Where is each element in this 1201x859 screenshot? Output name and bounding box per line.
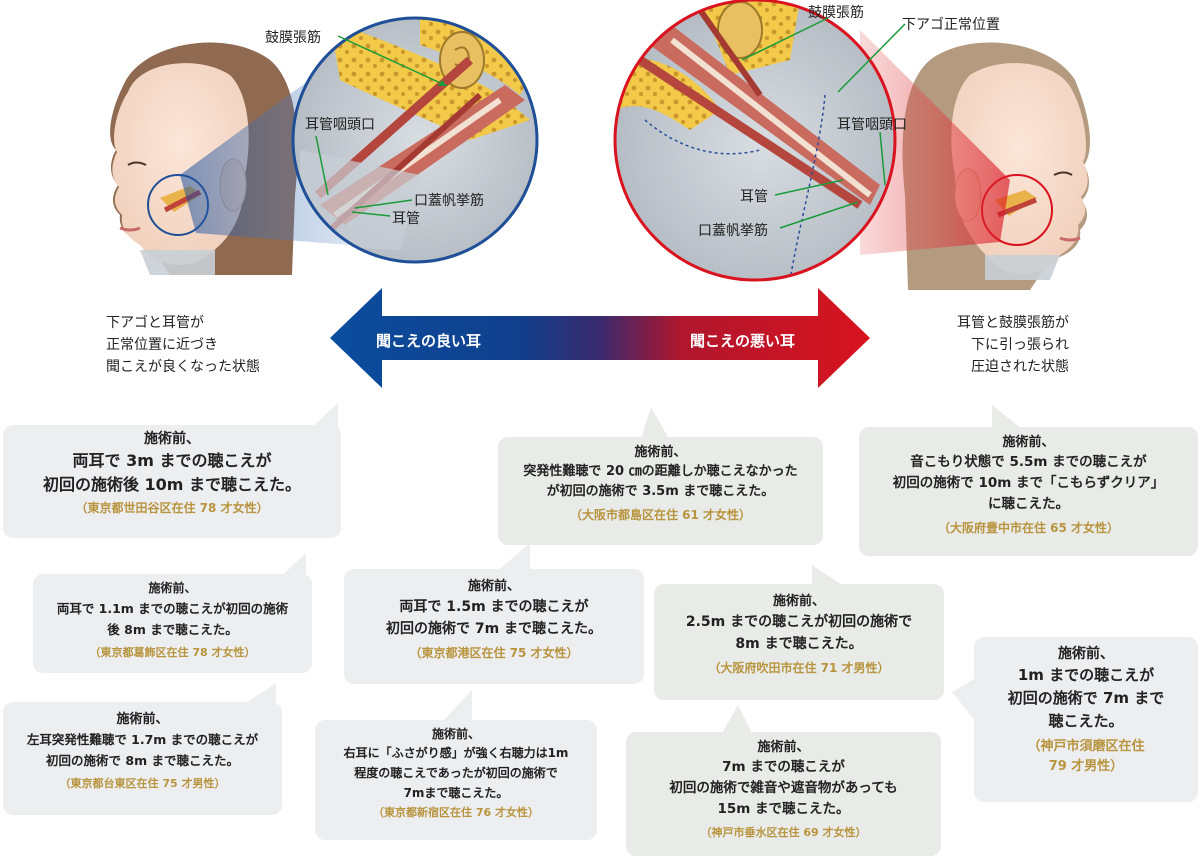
label-tensor-tympani-left: 鼓膜張筋	[265, 30, 321, 46]
bubble-tail	[722, 705, 752, 733]
bubble-tail	[641, 407, 669, 439]
testimonial-bubble: 施術前、 両耳で 3m までの聴こえが 初回の施術後 10m まで聴こえた。 （…	[3, 425, 341, 538]
testimonial-pre: 施術前、	[634, 445, 687, 460]
label-pharyngeal-orifice-left: 耳管咽頭口	[305, 117, 375, 133]
testimonial-author: （東京都世田谷区在住 78 才女性）	[75, 501, 269, 515]
good-state-description: 下アゴと耳管が 正常位置に近づき 聞こえが良くなった状態	[106, 315, 260, 375]
testimonial-bubble: 施術前、 2.5m までの聴こえが初回の施術で 8m まで聴こえた。 （大阪府吹…	[654, 584, 944, 700]
testimonial-author: （神戸市垂水区在住 69 才女性）	[700, 826, 867, 839]
bubble-tail	[442, 690, 472, 722]
testimonial-author: （東京都葛飾区在住 78 才女性）	[89, 646, 256, 659]
testimonial-bubble: 施術前、 両耳で 1.5m までの聴こえが 初回の施術で 7m まで聴こえた。 …	[344, 569, 644, 684]
bubble-tail	[310, 403, 338, 429]
label-jaw-normal-right: 下アゴ正常位置	[902, 17, 1000, 33]
right-zoom-cone	[860, 30, 1010, 255]
label-levator-left: 口蓋帆挙筋	[414, 193, 484, 209]
bubble-tail	[952, 678, 976, 722]
testimonial-author: （東京都新宿区在住 76 才女性）	[373, 806, 539, 819]
testimonial-bubble: 施術前、 突発性難聴で 20 ㎝の距離しか聴こえなかった が初回の施術で 3.5…	[498, 437, 823, 545]
testimonial-pre: 施術前、	[431, 727, 480, 741]
label-pharyngeal-orifice-right: 耳管咽頭口	[837, 117, 907, 133]
testimonial-pre: 施術前、	[467, 579, 520, 594]
bubble-tail	[992, 405, 1022, 429]
testimonial-author: （大阪市都島区在住 61 才女性）	[569, 508, 752, 522]
bubble-tail	[812, 565, 842, 585]
testimonial-pre: 施術前、	[144, 431, 200, 447]
bubble-tail	[246, 683, 276, 703]
testimonial-text: 1m までの聴こえが 初回の施術で 7m まで 聴こえた。	[1007, 666, 1165, 730]
testimonial-text: 2.5m までの聴こえが初回の施術で 8m まで聴こえた。	[685, 614, 913, 652]
right-magnified-ear	[613, 0, 906, 282]
testimonial-bubble: 施術前、 7m までの聴こえが 初回の施術で雑音や遮音物があっても 15m まで…	[626, 732, 941, 856]
testimonial-bubble: 施術前、 両耳で 1.1m までの聴こえが初回の施術 後 8m まで聴こえた。 …	[33, 574, 312, 673]
testimonial-bubble: 施術前、 1m までの聴こえが 初回の施術で 7m まで 聴こえた。 （神戸市須…	[974, 637, 1198, 802]
hearing-scale-arrow	[330, 288, 870, 388]
testimonial-pre: 施術前、	[757, 740, 810, 755]
bad-state-description: 耳管と鼓膜張筋が 下に引っ張られ 圧迫された状態	[957, 315, 1069, 375]
testimonial-pre: 施術前、	[148, 581, 197, 595]
testimonial-text: 右耳に「ふさがり感」が強く右聴力は1m 程度の聴こえであったが初回の施術で 7m…	[343, 746, 569, 800]
testimonial-bubble: 施術前、 音こもり状態で 5.5m までの聴こえが 初回の施術で 10m まで「…	[859, 427, 1198, 556]
bubble-tail	[280, 553, 306, 577]
testimonial-pre: 施術前、	[772, 594, 825, 609]
good-hearing-label: 聞こえの良い耳	[376, 332, 482, 350]
label-levator-right: 口蓋帆挙筋	[698, 223, 768, 239]
testimonial-author: （東京都台東区在住 75 才男性）	[59, 777, 226, 790]
illustration-canvas	[110, 0, 1090, 290]
testimonial-text: 左耳突発性難聴で 1.7m までの聴こえが 初回の施術で 8m まで聴こえた。	[26, 732, 259, 768]
testimonial-author: （大阪府吹田市在住 71 才男性）	[708, 661, 890, 675]
left-magnified-ear	[291, 16, 539, 264]
testimonial-author: （神戸市須磨区在住 79 才男性）	[1027, 739, 1145, 774]
testimonial-pre: 施術前、	[116, 712, 169, 727]
label-eustachian-right: 耳管	[740, 189, 768, 205]
label-tensor-tympani-right: 鼓膜張筋	[808, 5, 864, 21]
bad-hearing-label: 聞こえの悪い耳	[690, 332, 796, 350]
testimonial-text: 両耳で 3m までの聴こえが 初回の施術後 10m まで聴こえた。	[42, 451, 302, 494]
testimonial-bubble: 施術前、 右耳に「ふさがり感」が強く右聴力は1m 程度の聴こえであったが初回の施…	[315, 720, 597, 840]
label-eustachian-left: 耳管	[392, 211, 420, 227]
testimonial-pre: 施術前、	[1002, 435, 1055, 450]
bubble-tail	[500, 543, 530, 569]
testimonial-text: 両耳で 1.1m までの聴こえが初回の施術 後 8m まで聴こえた。	[56, 601, 289, 637]
testimonial-text: 音こもり状態で 5.5m までの聴こえが 初回の施術で 10m まで「こもらずク…	[892, 454, 1165, 512]
testimonial-author: （東京都港区在住 75 才女性）	[409, 646, 579, 660]
testimonial-pre: 施術前、	[1058, 646, 1114, 662]
testimonial-text: 両耳で 1.5m までの聴こえが 初回の施術で 7m まで聴こえた。	[385, 599, 603, 637]
testimonial-text: 突発性難聴で 20 ㎝の距離しか聴こえなかった が初回の施術で 3.5m まで聴…	[523, 464, 798, 499]
testimonial-text: 7m までの聴こえが 初回の施術で雑音や遮音物があっても 15m まで聴こえた。	[669, 759, 898, 817]
testimonial-author: （大阪府豊中市在住 65 才女性）	[937, 521, 1120, 535]
testimonial-bubble: 施術前、 左耳突発性難聴で 1.7m までの聴こえが 初回の施術で 8m まで聴…	[3, 702, 282, 815]
